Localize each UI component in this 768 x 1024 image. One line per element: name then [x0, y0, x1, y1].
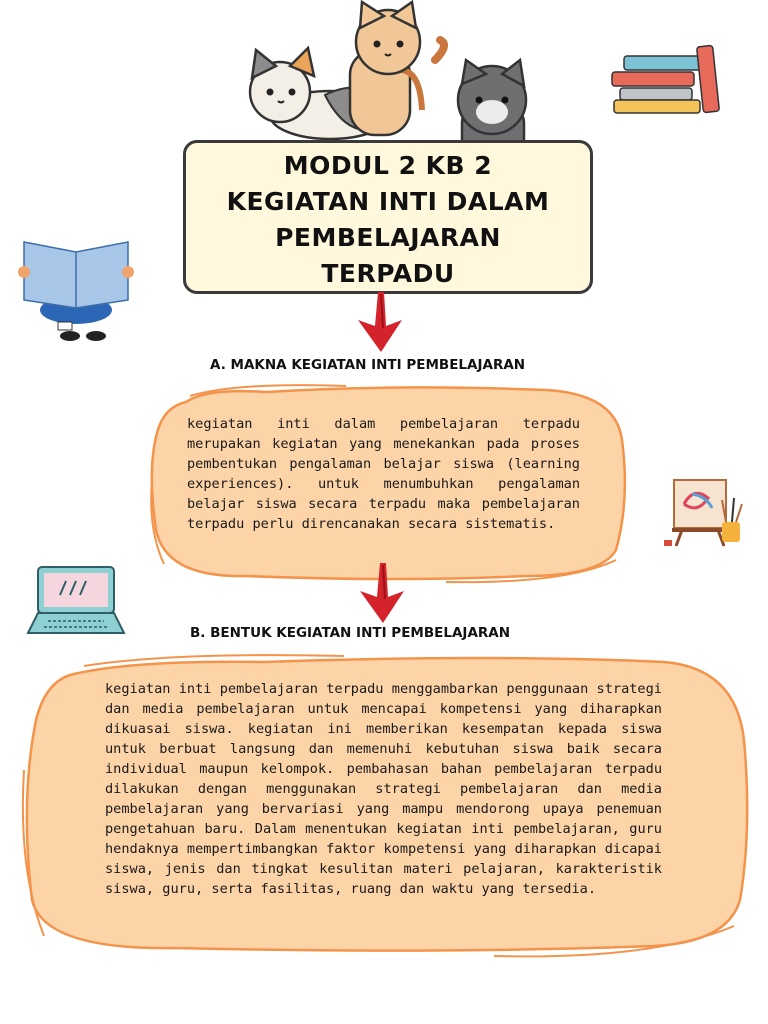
- section-b-blob: [21, 654, 749, 958]
- books-stack-icon: [611, 44, 720, 114]
- down-arrow-icon: [358, 292, 402, 352]
- easel-icon: [664, 479, 743, 547]
- cats-icon: [248, 0, 528, 162]
- title-line-4: TERPADU: [321, 259, 455, 288]
- down-arrow-icon: [360, 563, 404, 623]
- title-line-2: KEGIATAN INTI DALAM: [226, 187, 550, 216]
- section-b-heading: B. BENTUK KEGIATAN INTI PEMBELAJARAN: [190, 625, 511, 641]
- title-line-3: PEMBELAJARAN: [275, 223, 501, 252]
- title-box: MODUL 2 KB 2 KEGIATAN INTI DALAM PEMBELA…: [183, 140, 593, 294]
- section-b-body: kegiatan inti pembelajaran terpadu mengg…: [105, 681, 662, 897]
- laptop-icon: [26, 566, 126, 634]
- section-a-heading: A. MAKNA KEGIATAN INTI PEMBELAJARAN: [210, 357, 526, 373]
- section-a-blob: [150, 384, 627, 584]
- section-a-body: kegiatan inti dalam pembelajaran terpadu…: [187, 416, 580, 532]
- title-line-1: MODUL 2 KB 2: [283, 151, 493, 180]
- reading-person-icon: [18, 241, 134, 341]
